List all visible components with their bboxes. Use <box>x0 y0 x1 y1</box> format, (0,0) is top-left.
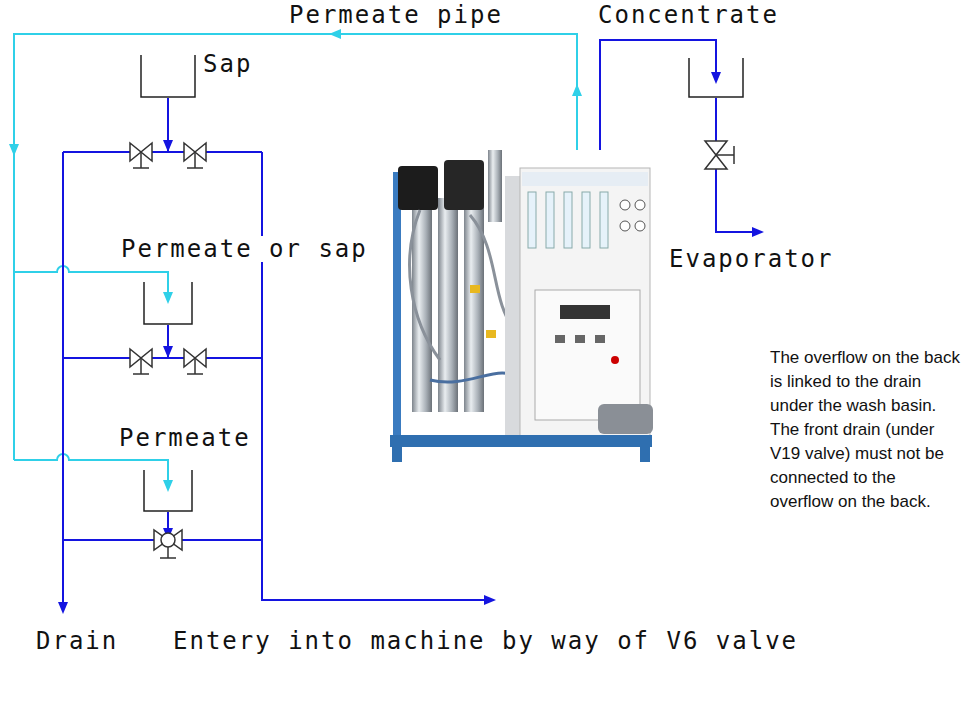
sap-pipe <box>600 40 716 150</box>
ro-machine-illustration <box>560 305 610 319</box>
pipe-label: Evaporator <box>668 246 835 272</box>
permeate-pipe <box>14 454 168 486</box>
permeate-arrow <box>572 84 582 96</box>
note-text: The overflow on the back is linked to th… <box>770 346 962 514</box>
tank-outline <box>140 55 196 98</box>
ro-machine-illustration <box>390 150 653 462</box>
pipe-label: Entery into machine by way of V6 valve <box>172 628 799 654</box>
tank-outline <box>141 55 195 97</box>
ro-machine-illustration <box>620 200 630 210</box>
valve-symbol <box>195 349 206 367</box>
pump-symbol <box>160 547 176 558</box>
valve-symbol <box>187 358 203 374</box>
ro-machine-illustration <box>505 176 521 438</box>
valve-symbol <box>705 155 727 169</box>
ro-machine-illustration <box>486 330 496 338</box>
ro-machine-illustration <box>582 192 590 248</box>
tank: Permeate <box>143 470 193 512</box>
ro-machine-illustration <box>600 192 608 248</box>
pipe-label: Drain <box>35 628 119 654</box>
pump-symbol <box>161 533 175 547</box>
ro-machine-illustration <box>595 335 605 343</box>
ro-machine-illustration <box>488 150 502 222</box>
permeate-arrow <box>9 29 582 492</box>
tank-label: Permeate <box>118 425 252 451</box>
permeate-arrow <box>329 29 341 39</box>
ro-machine-illustration <box>620 221 630 231</box>
sap-arrow <box>484 595 496 605</box>
sap-arrow <box>711 72 721 84</box>
pipe-label: Permeate pipe <box>288 2 504 28</box>
ro-machine-illustration <box>444 160 484 210</box>
valve-symbol <box>130 349 141 367</box>
tank-outline <box>144 470 192 511</box>
ro-machine-illustration <box>390 435 652 447</box>
sap-pipe <box>262 152 488 600</box>
ro-machine-illustration <box>535 290 640 420</box>
valve-symbol <box>716 146 734 164</box>
sap-arrow <box>752 227 764 237</box>
ro-machine-illustration <box>598 404 653 434</box>
ro-machine-illustration <box>546 192 554 248</box>
ro-machine-illustration <box>635 200 645 210</box>
tank: Concentrate <box>688 58 744 98</box>
ro-machine-illustration <box>520 168 650 438</box>
pump-symbol <box>154 530 182 558</box>
sap-pipe <box>63 40 756 606</box>
valve-symbol <box>187 152 203 168</box>
valve-symbol <box>133 152 149 168</box>
ro-machine-illustration <box>438 198 458 412</box>
valve-symbol <box>195 143 206 161</box>
ro-machine-illustration <box>611 356 619 364</box>
tank-label: Concentrate <box>597 2 780 28</box>
valve-symbol <box>705 141 727 155</box>
sap-pipe <box>62 152 64 606</box>
valve-symbol <box>184 349 195 367</box>
sap-arrow <box>58 602 68 614</box>
ro-machine-illustration <box>470 285 480 293</box>
sap-arrow <box>163 346 173 358</box>
permeate-arrow <box>163 480 173 492</box>
valve-symbol <box>141 143 152 161</box>
ro-machine-illustration <box>392 447 402 462</box>
tank-outline <box>144 282 192 324</box>
permeate-pipe <box>14 34 577 486</box>
permeate-arrow <box>163 292 173 304</box>
tank-label: Sap <box>202 51 253 77</box>
tank: Sap <box>140 55 196 98</box>
sap-arrow <box>58 72 764 614</box>
permeate-pipe <box>14 266 168 298</box>
tank-outline <box>688 58 744 98</box>
permeate-arrow <box>9 144 19 156</box>
ro-machine-illustration <box>640 447 650 462</box>
ro-machine-illustration <box>410 210 440 360</box>
tank-outline <box>143 282 193 325</box>
tank-outline <box>689 58 743 97</box>
ro-machine-illustration <box>398 166 438 210</box>
ro-machine-illustration <box>575 335 585 343</box>
sap-arrow <box>163 140 173 152</box>
tank-outline <box>143 470 193 512</box>
valve-symbol <box>130 143 141 161</box>
ro-machine-illustration <box>522 172 648 186</box>
valve-symbol <box>184 143 195 161</box>
permeate-pipe <box>14 34 577 460</box>
ro-machine-illustration <box>528 192 536 248</box>
ro-machine-illustration <box>635 221 645 231</box>
sap-pipe <box>63 357 262 359</box>
tank-label: Permeate or sap <box>120 236 369 262</box>
ro-machine-illustration <box>393 172 401 440</box>
ro-machine-illustration <box>555 335 565 343</box>
valve-symbol <box>141 349 152 367</box>
valve-symbol <box>133 358 149 374</box>
sap-pipe <box>63 151 262 153</box>
tank: Permeate or sap <box>143 282 193 325</box>
ro-machine-illustration <box>564 192 572 248</box>
